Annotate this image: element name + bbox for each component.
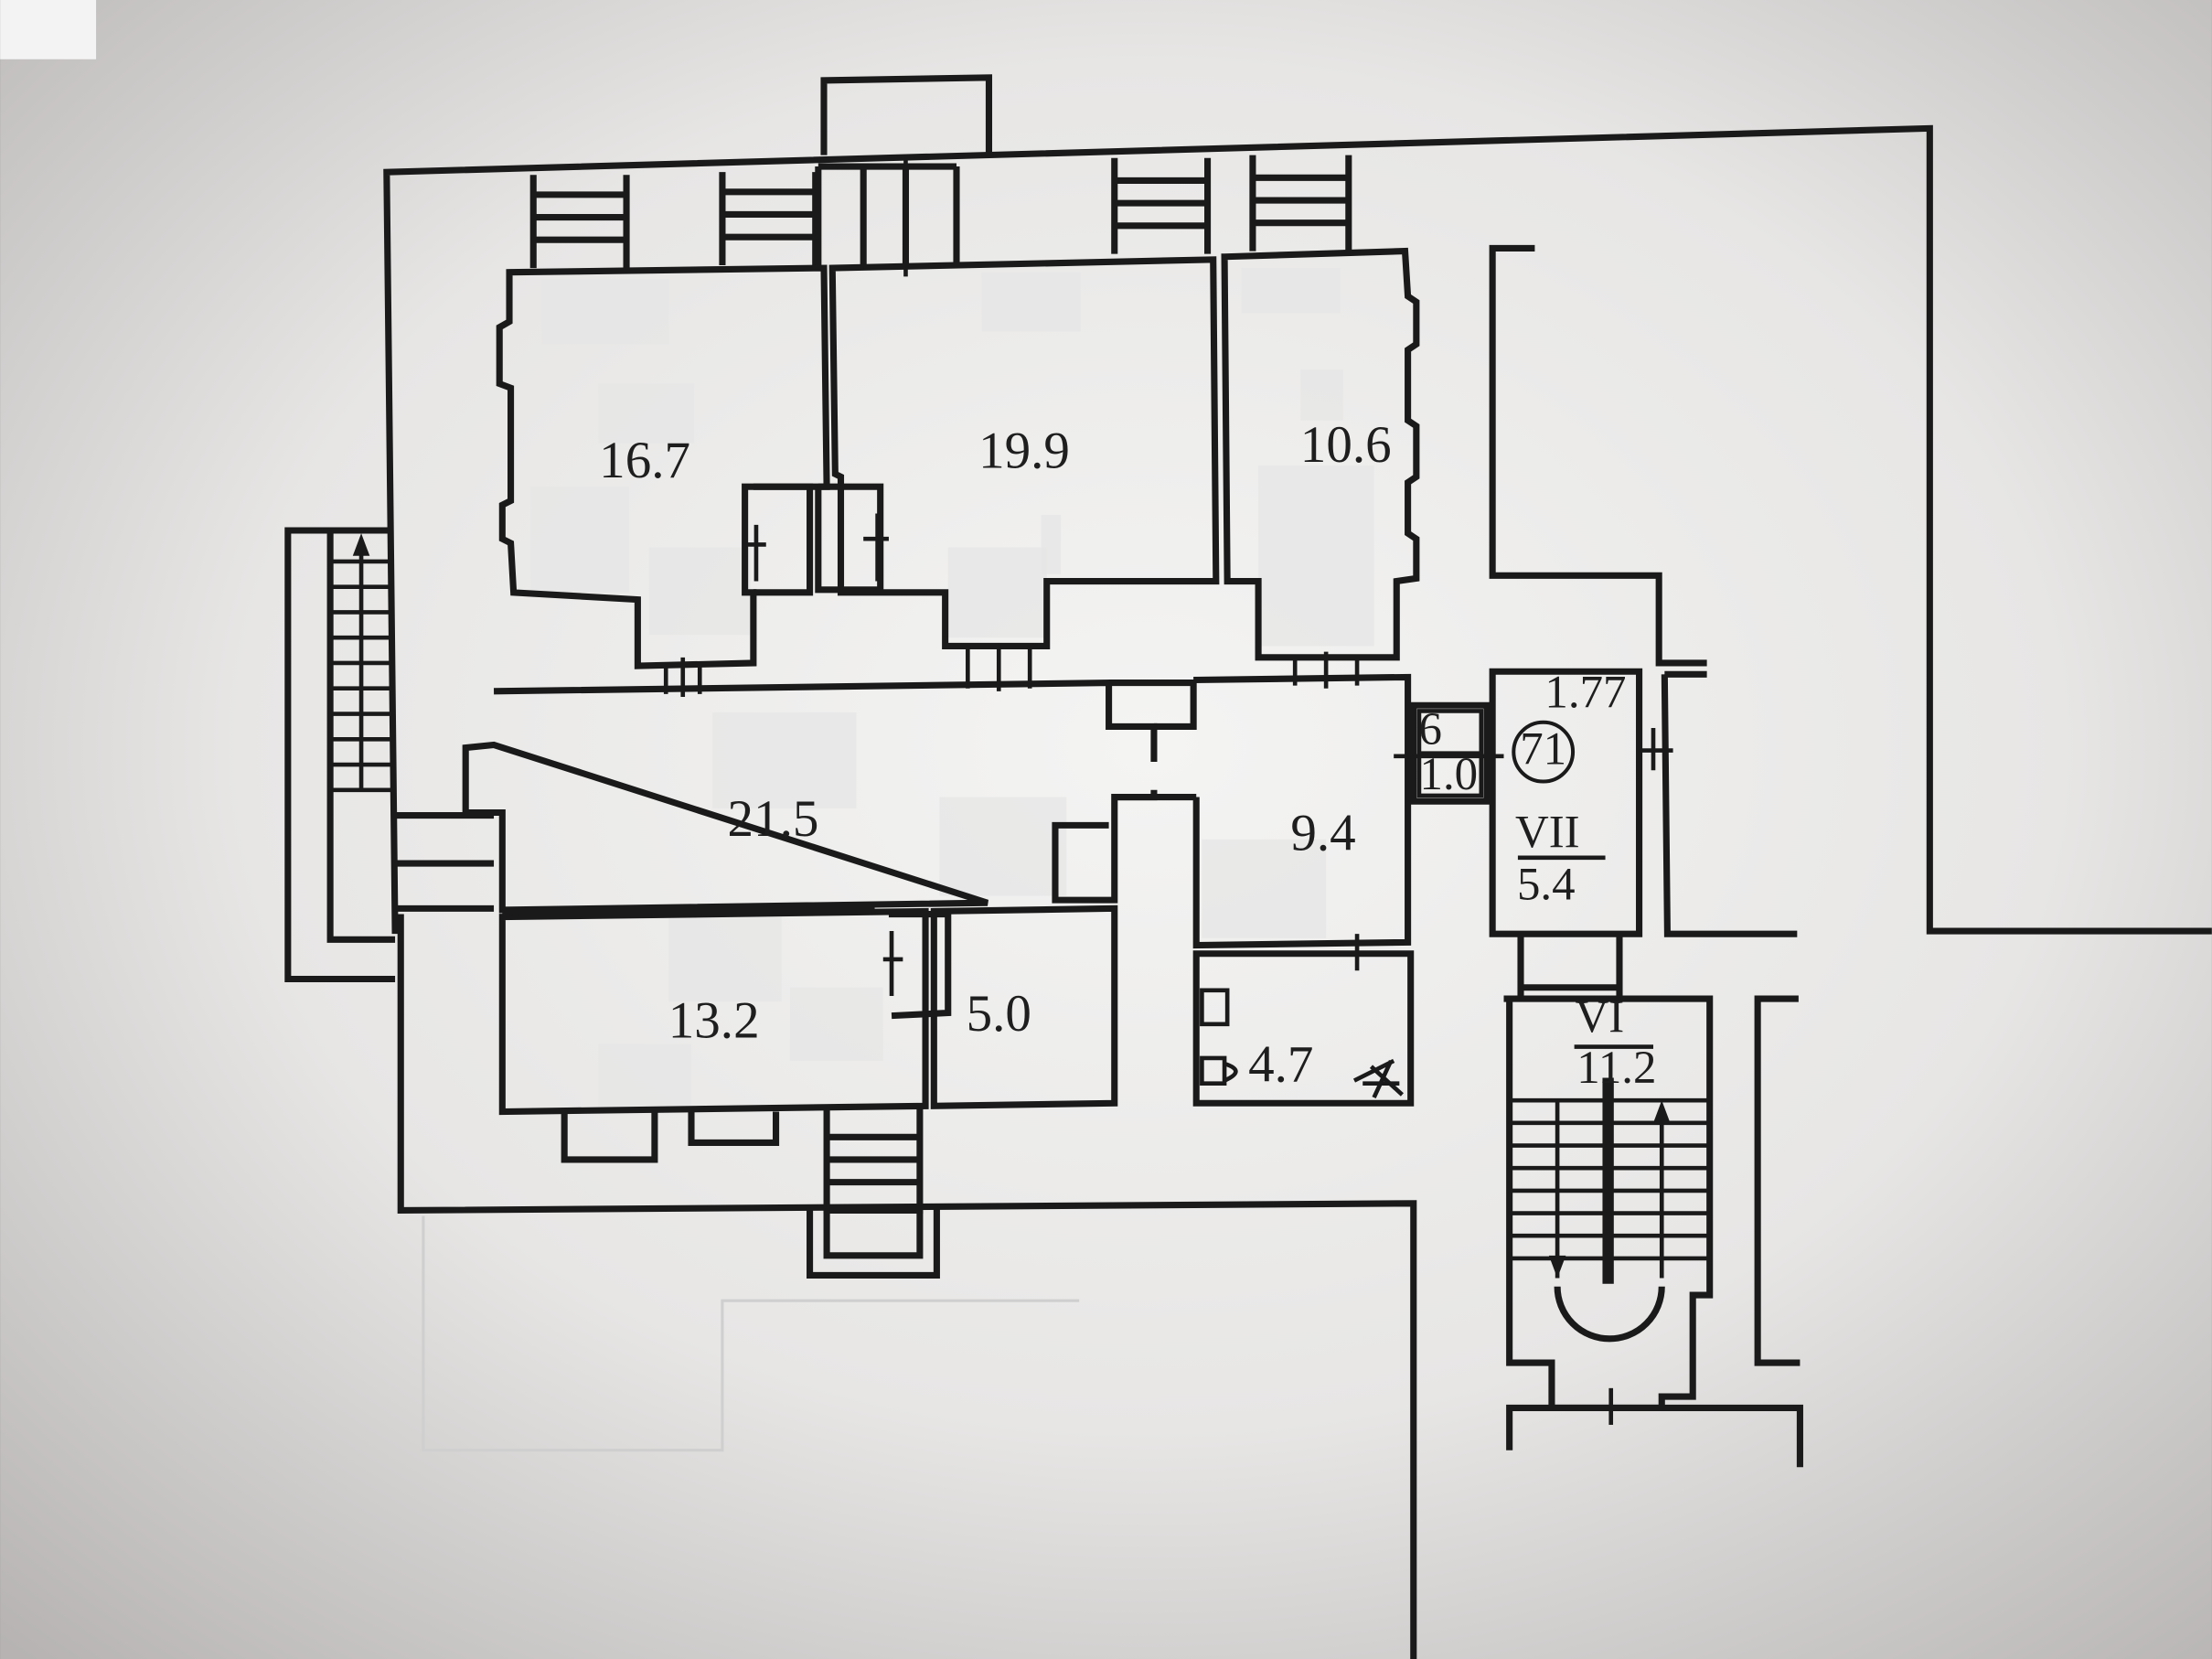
room-9-4-outline bbox=[1192, 673, 1412, 949]
flat-number-label: 71 bbox=[1520, 723, 1566, 775]
section-vi-area: 11.2 bbox=[1576, 1043, 1656, 1094]
corridor-link bbox=[1108, 680, 1197, 730]
faint-trace bbox=[422, 1215, 1080, 1452]
room-16-7-outline bbox=[496, 264, 830, 669]
section-vii-roman: VII bbox=[1515, 807, 1580, 858]
left-stair-inner bbox=[326, 530, 396, 943]
landing-area-label: 1.77 bbox=[1544, 668, 1626, 719]
closet-6-inner bbox=[1416, 709, 1484, 798]
stair-arrow-up-icon bbox=[352, 533, 370, 556]
room-4-7-outline bbox=[1192, 950, 1415, 1107]
stair-arrow-down-icon bbox=[1548, 1255, 1566, 1279]
closet-number-label: 6 bbox=[1419, 704, 1442, 755]
room-area-label: 9.4 bbox=[1290, 804, 1355, 862]
south-windows bbox=[561, 1106, 940, 1279]
closet-6-outline bbox=[1410, 701, 1491, 805]
left-stair-steps bbox=[330, 544, 392, 793]
stair-arrow-up-right-icon bbox=[1652, 1100, 1671, 1123]
flat-number-circle bbox=[1512, 720, 1576, 784]
room-area-label: 5.0 bbox=[967, 985, 1031, 1043]
room-10-6-outline bbox=[1221, 247, 1420, 661]
north-windows bbox=[529, 155, 1352, 269]
wardrobe-13-2 bbox=[888, 911, 952, 1020]
section-vi-outline bbox=[1503, 995, 1714, 1411]
section-vi-roman: VI bbox=[1576, 991, 1625, 1043]
heavy-partition bbox=[502, 902, 875, 919]
toilet-icon bbox=[1200, 1055, 1238, 1086]
outer-walls bbox=[383, 74, 2212, 1659]
sink-icon bbox=[1200, 988, 1230, 1027]
left-stair-outline bbox=[284, 527, 396, 983]
closet-area-label: 1.0 bbox=[1420, 749, 1479, 800]
shower-icon bbox=[1352, 1058, 1404, 1099]
lower-entrance bbox=[1506, 1404, 1803, 1468]
corner-patch bbox=[0, 0, 97, 59]
section-vi-turn bbox=[1554, 1286, 1665, 1343]
room-5-0-outline bbox=[930, 904, 1118, 1109]
section-vi-newel bbox=[1602, 1077, 1614, 1284]
section-vii-area: 5.4 bbox=[1517, 859, 1576, 910]
room-area-label: 16.7 bbox=[599, 432, 690, 489]
room-area-label: 10.6 bbox=[1300, 416, 1392, 474]
blurred-patches bbox=[530, 268, 1374, 1109]
room-area-label: 21.5 bbox=[728, 790, 819, 848]
section-vii-outline bbox=[1489, 668, 1643, 937]
section-vi-connector bbox=[1517, 937, 1623, 1000]
left-entrance bbox=[395, 812, 495, 912]
room-19-9-outline bbox=[828, 256, 1220, 650]
room-area-label: 4.7 bbox=[1248, 1035, 1313, 1093]
room-area-label: 19.9 bbox=[978, 422, 1070, 479]
room-area-label: 13.2 bbox=[668, 992, 760, 1050]
